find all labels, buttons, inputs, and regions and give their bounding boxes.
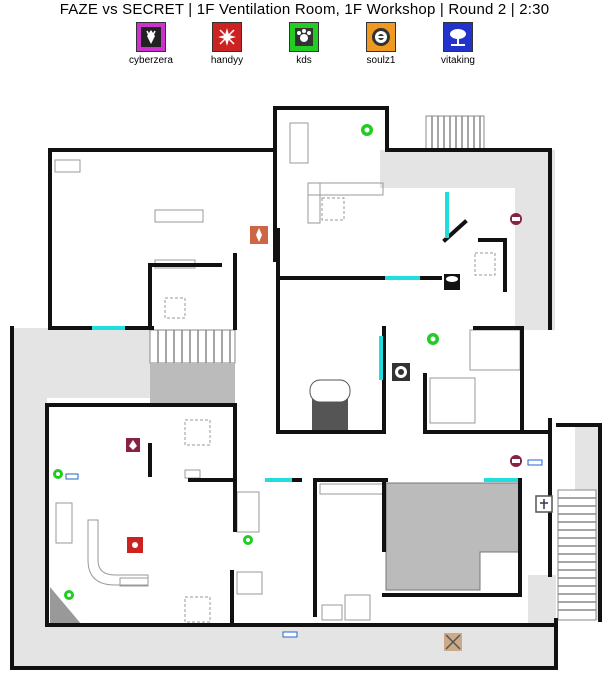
player-marker-kds-1[interactable]	[361, 124, 373, 136]
player-marker-enemy-3[interactable]	[535, 495, 553, 513]
player-marker-cyberzera[interactable]	[126, 438, 140, 452]
player-handyy[interactable]: handyy	[187, 22, 267, 67]
floor-plan-map	[10, 106, 602, 670]
hatch-area-west	[150, 363, 235, 403]
player-cyberzera[interactable]: cyberzera	[111, 22, 191, 67]
workshop-floor	[385, 482, 521, 591]
player-marker-soulz1[interactable]	[392, 363, 410, 381]
player-name: soulz1	[366, 55, 396, 66]
player-marker-vitaking[interactable]	[444, 274, 460, 290]
player-marker-handyy-2[interactable]	[127, 537, 143, 553]
player-marker-enemy-1[interactable]	[510, 213, 522, 225]
windows	[92, 192, 518, 482]
target-emblem-icon	[366, 22, 396, 52]
player-soulz1[interactable]: soulz1	[341, 22, 421, 67]
outdoor-areas	[12, 150, 600, 668]
match-title: FAZE vs SECRET | 1F Ventilation Room, 1F…	[59, 1, 550, 18]
player-name: kds	[296, 55, 312, 66]
stairs-east	[557, 489, 597, 621]
player-vitaking[interactable]: vitaking	[418, 22, 498, 67]
player-marker-kds-3[interactable]	[243, 535, 253, 545]
player-marker-enemy-2[interactable]	[510, 455, 522, 467]
player-marker-kds-5[interactable]	[64, 590, 74, 600]
burst-emblem-icon	[212, 22, 242, 52]
player-marker-enemy-4[interactable]	[444, 633, 462, 651]
stairs-west	[149, 329, 236, 364]
player-name: cyberzera	[129, 55, 173, 66]
tree-emblem-icon	[443, 22, 473, 52]
stag-emblem-icon	[136, 22, 166, 52]
player-marker-kds-4[interactable]	[53, 469, 63, 479]
stairs-north	[425, 115, 485, 151]
player-name: vitaking	[441, 55, 475, 66]
player-name: handyy	[210, 55, 244, 66]
ramp-corner	[50, 587, 82, 625]
player-marker-handyy-1[interactable]	[250, 226, 268, 244]
player-legend: cyberzera handyy kds soulz1 vitaking	[0, 22, 609, 70]
paw-emblem-icon	[289, 22, 319, 52]
player-marker-kds-2[interactable]	[427, 333, 439, 345]
player-kds[interactable]: kds	[264, 22, 344, 67]
gadget-markers	[65, 459, 543, 638]
